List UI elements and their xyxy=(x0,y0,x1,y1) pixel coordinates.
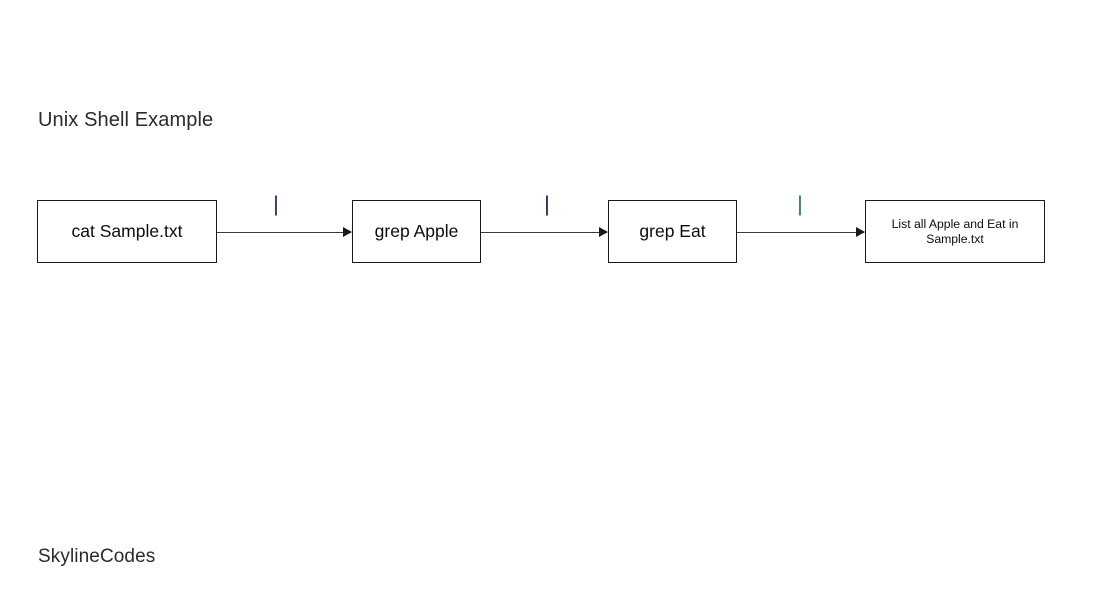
node-label: cat Sample.txt xyxy=(71,221,183,241)
footer-watermark: SkylineCodes xyxy=(38,546,156,567)
connector-2 xyxy=(481,227,608,238)
command-cat-sample[interactable]: cat Sample.txt xyxy=(37,200,217,263)
page-title: Unix Shell Example xyxy=(38,109,214,131)
arrow-right-icon xyxy=(343,227,352,238)
node-label: List all Apple and Eat in Sample.txt xyxy=(891,216,1019,246)
node-label: grep Eat xyxy=(639,221,706,241)
edge-label-pipe-3: | xyxy=(797,193,803,216)
output-description[interactable]: List all Apple and Eat in Sample.txt xyxy=(865,200,1045,263)
arrow-right-icon xyxy=(856,227,865,238)
command-grep-eat[interactable]: grep Eat xyxy=(608,200,737,263)
connector-1 xyxy=(217,227,352,238)
command-grep-apple[interactable]: grep Apple xyxy=(352,200,481,263)
arrow-right-icon xyxy=(599,227,608,238)
node-label: grep Apple xyxy=(374,221,459,241)
edge-label-pipe-2: | xyxy=(544,193,550,216)
edge-label-pipe-1: | xyxy=(273,193,279,216)
connector-3 xyxy=(737,227,865,238)
